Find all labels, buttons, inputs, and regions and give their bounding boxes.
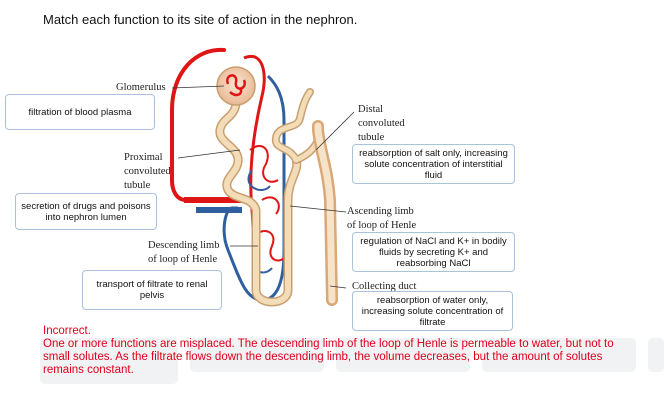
label-distal-tubule: Distal convoluted tubule (358, 103, 405, 145)
label-ascending-line: of loop of Henle (347, 220, 417, 231)
drop-target-collecting-duct[interactable]: reabsorption of water only, increasing s… (352, 291, 513, 331)
label-glomerulus: Glomerulus (116, 82, 166, 93)
drop-target-ascending-limb[interactable]: regulation of NaCl and K+ in bodily flui… (352, 232, 515, 272)
drop-target-glomerulus[interactable]: filtration of blood plasma (5, 94, 155, 130)
capillary-network (249, 145, 287, 262)
label-distal-line: convoluted (358, 118, 405, 129)
drop-target-descending-limb[interactable]: transport of filtrate to renal pelvis (82, 270, 222, 310)
feedback-status: Incorrect. (43, 325, 91, 337)
leader-lines (171, 85, 355, 289)
answer-bank-slot (40, 338, 178, 384)
label-proximal-line: tubule (124, 180, 151, 191)
label-descending-limb: Descending limb of loop of Henle (148, 239, 219, 267)
label-collecting-duct: Collecting duct (352, 281, 417, 292)
answer-bank-slot (190, 338, 324, 372)
question-prompt: Match each function to its site of actio… (43, 12, 358, 27)
label-proximal-line: convoluted (124, 166, 171, 177)
label-descending-line: Descending limb (148, 240, 220, 251)
drop-target-proximal-tubule[interactable]: secretion of drugs and poisons into neph… (15, 193, 157, 230)
answer-bank-slot (336, 338, 470, 372)
feedback-message: One or more functions are misplaced. The… (43, 338, 614, 376)
label-distal-line: tubule (358, 132, 385, 143)
answer-bank-slot (482, 338, 636, 372)
answer-bank-slot (648, 338, 664, 372)
label-ascending-line: Ascending limb (347, 206, 414, 217)
label-descending-line: of loop of Henle (148, 254, 218, 265)
label-distal-line: Distal (358, 104, 384, 115)
glomerulus-capillaries (226, 74, 246, 97)
label-proximal-line: Proximal (124, 152, 163, 163)
afferent-arteriole (170, 47, 240, 202)
drop-target-distal-tubule[interactable]: reabsorption of salt only, increasing so… (352, 144, 515, 184)
label-ascending-limb: Ascending limb of loop of Henle (347, 205, 416, 233)
label-proximal-tubule: Proximal convoluted tubule (124, 151, 171, 193)
feedback-panel: Incorrect. One or more functions are mis… (43, 325, 623, 377)
